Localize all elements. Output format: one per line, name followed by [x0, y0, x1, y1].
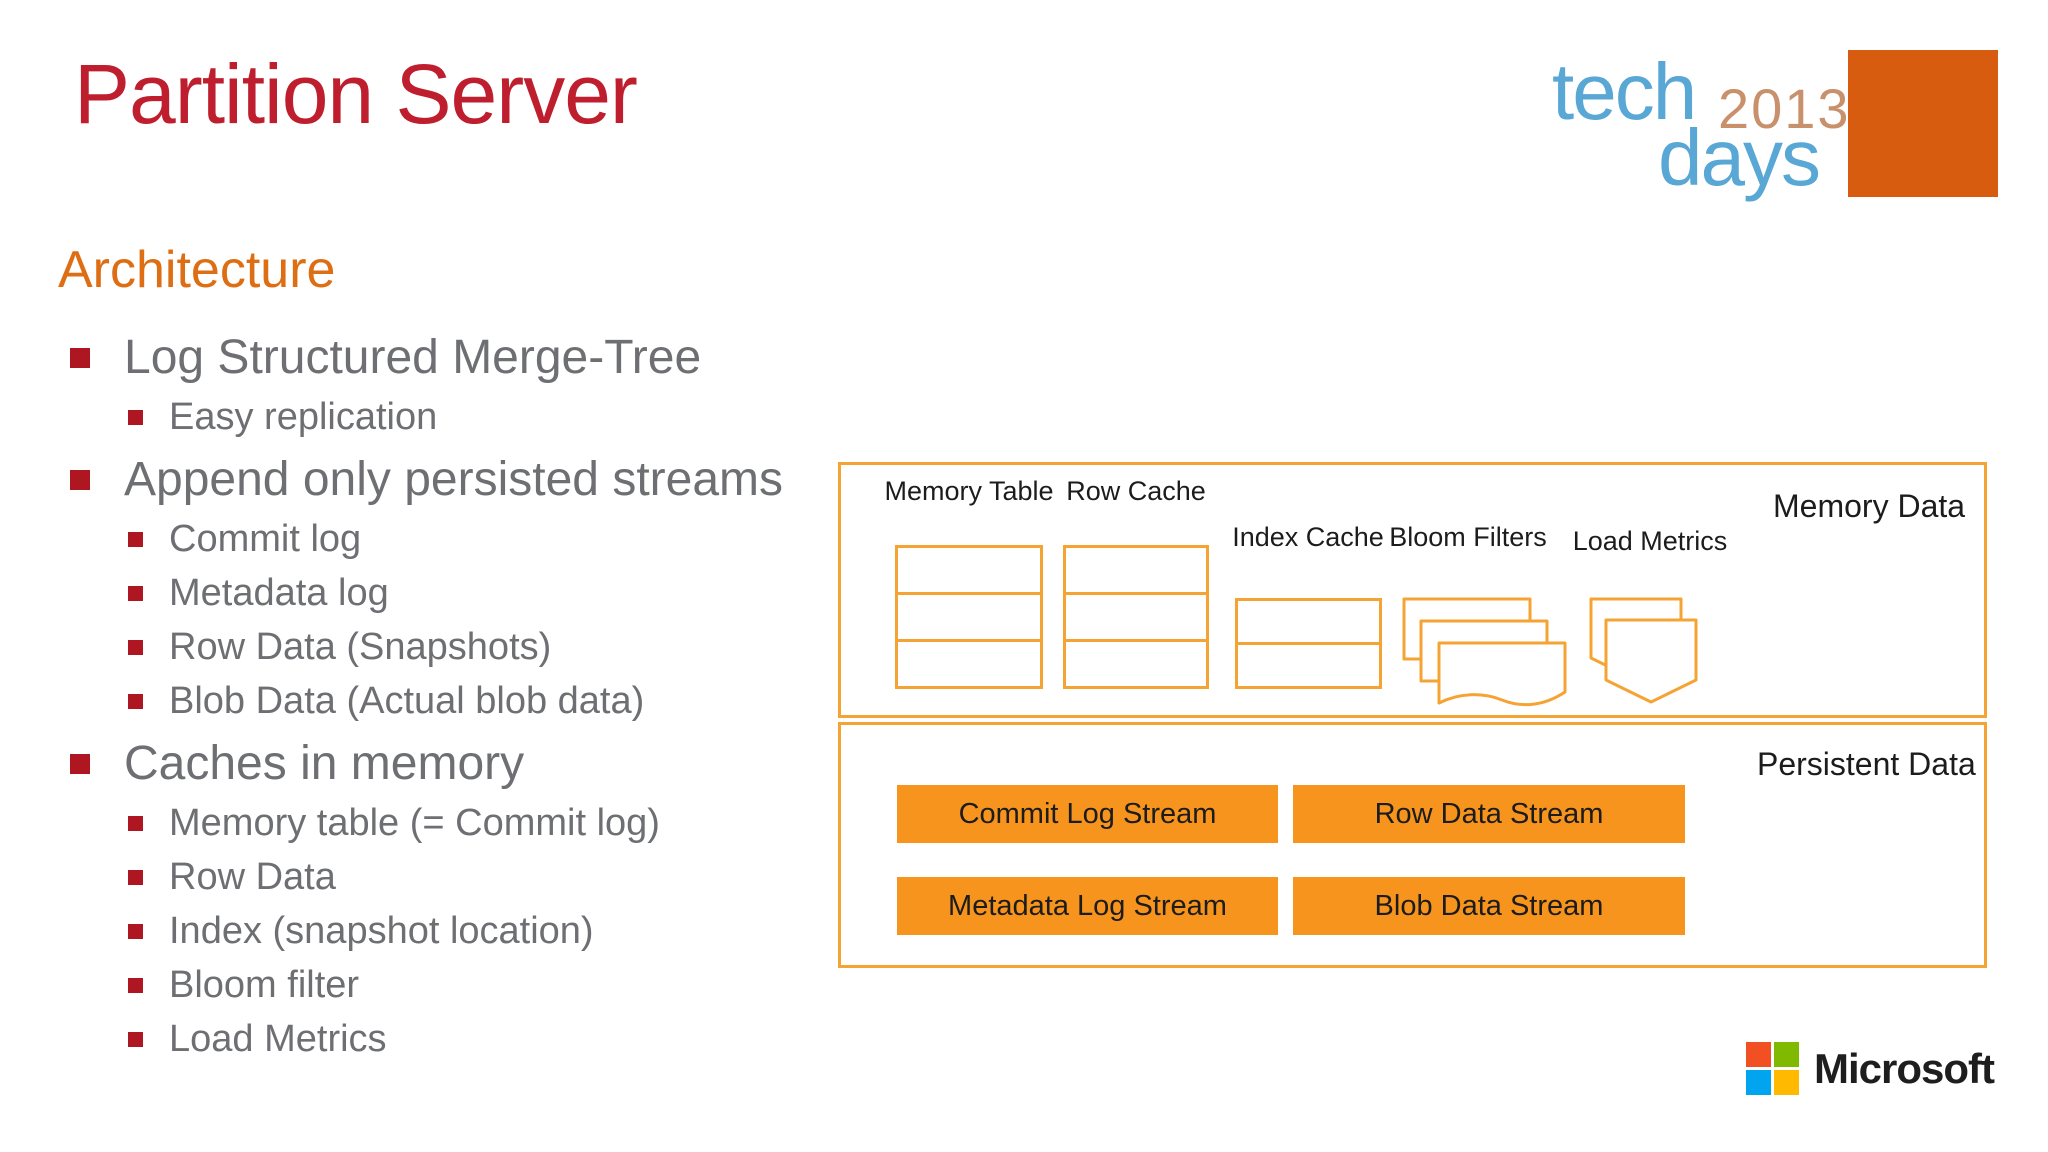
bullet-square-icon — [128, 586, 143, 601]
load-metrics-banner-stack-icon — [1589, 597, 1698, 704]
table-cell — [1066, 592, 1206, 639]
bullet-text: Caches in memory — [124, 737, 525, 790]
bullet-text: Metadata log — [169, 572, 389, 614]
bullet-item: Load Metrics — [58, 1012, 858, 1066]
microsoft-square-blue — [1746, 1070, 1771, 1095]
microsoft-square-yellow — [1774, 1070, 1799, 1095]
table-cell — [1238, 601, 1379, 642]
techdays-days-text: days — [1658, 113, 1821, 202]
index-cache-shape — [1235, 598, 1382, 689]
memory-table-label: Memory Table — [884, 476, 1054, 506]
section-heading: Architecture — [58, 241, 336, 299]
bullet-text: Easy replication — [169, 396, 438, 438]
bullet-list: Log Structured Merge-Tree Easy replicati… — [58, 322, 858, 1066]
bullet-square-icon — [128, 924, 143, 939]
bullet-item: Blob Data (Actual blob data) — [58, 674, 858, 728]
bullet-square-icon — [128, 532, 143, 547]
bloom-filters-document-stack-icon — [1402, 597, 1567, 707]
index-cache-label: Index Cache — [1232, 522, 1384, 552]
table-cell — [1066, 639, 1206, 686]
techdays-year-text: 2013 — [1718, 77, 1851, 140]
bullet-text: Log Structured Merge-Tree — [124, 331, 702, 384]
table-cell — [1066, 548, 1206, 592]
bullet-square-icon — [70, 348, 90, 368]
bullet-square-icon — [128, 640, 143, 655]
bullet-square-icon — [128, 816, 143, 831]
row-data-stream-box: Row Data Stream — [1293, 785, 1685, 843]
bullet-square-icon — [128, 870, 143, 885]
bullet-square-icon — [128, 1032, 143, 1047]
load-metrics-label: Load Metrics — [1572, 526, 1728, 556]
bullet-text: Load Metrics — [169, 1018, 387, 1060]
bullet-text: Commit log — [169, 518, 362, 560]
microsoft-wordmark: Microsoft — [1814, 1044, 1995, 1092]
bullet-item: Caches in memory — [58, 734, 858, 794]
techdays-logo: tech 2013 days — [1550, 47, 2010, 215]
memory-data-label: Memory Data — [1773, 488, 1966, 524]
microsoft-logo: Microsoft — [1746, 1042, 1995, 1095]
bullet-square-icon — [128, 410, 143, 425]
bullet-item: Append only persisted streams — [58, 450, 858, 510]
bullet-text: Row Data — [169, 856, 336, 898]
memory-table-shape — [895, 545, 1043, 689]
bullet-text: Blob Data (Actual blob data) — [169, 680, 645, 722]
microsoft-square-green — [1774, 1042, 1799, 1067]
bullet-item: Metadata log — [58, 566, 858, 620]
bullet-item: Memory table (= Commit log) — [58, 796, 858, 850]
bullet-item: Log Structured Merge-Tree — [58, 328, 858, 388]
bullet-square-icon — [128, 978, 143, 993]
table-cell — [898, 592, 1040, 639]
bullet-item: Bloom filter — [58, 958, 858, 1012]
bullet-text: Index (snapshot location) — [169, 910, 594, 952]
page-title: Partition Server — [74, 47, 638, 141]
bullet-item: Row Data (Snapshots) — [58, 620, 858, 674]
table-cell — [898, 548, 1040, 592]
bullet-text: Bloom filter — [169, 964, 360, 1006]
techdays-tech-text: tech — [1552, 47, 1697, 136]
row-cache-shape — [1063, 545, 1209, 689]
persistent-data-label: Persistent Data — [1757, 746, 1976, 782]
commit-log-stream-box: Commit Log Stream — [897, 785, 1278, 843]
microsoft-squares-icon — [1746, 1042, 1799, 1095]
bullet-item: Index (snapshot location) — [58, 904, 858, 958]
bullet-text: Row Data (Snapshots) — [169, 626, 552, 668]
bullet-item: Commit log — [58, 512, 858, 566]
metadata-log-stream-box: Metadata Log Stream — [897, 877, 1278, 935]
bullet-text: Append only persisted streams — [124, 453, 784, 506]
techdays-orange-square — [1848, 50, 1998, 197]
row-cache-label: Row Cache — [1066, 476, 1206, 506]
bullet-text: Memory table (= Commit log) — [169, 802, 660, 844]
microsoft-square-red — [1746, 1042, 1771, 1067]
table-cell — [898, 639, 1040, 686]
bullet-item: Easy replication — [58, 390, 858, 444]
bullet-square-icon — [70, 470, 90, 490]
bullet-square-icon — [128, 694, 143, 709]
bloom-filters-label: Bloom Filters — [1389, 522, 1547, 552]
bullet-square-icon — [70, 754, 90, 774]
table-cell — [1238, 642, 1379, 686]
bullet-item: Row Data — [58, 850, 858, 904]
blob-data-stream-box: Blob Data Stream — [1293, 877, 1685, 935]
